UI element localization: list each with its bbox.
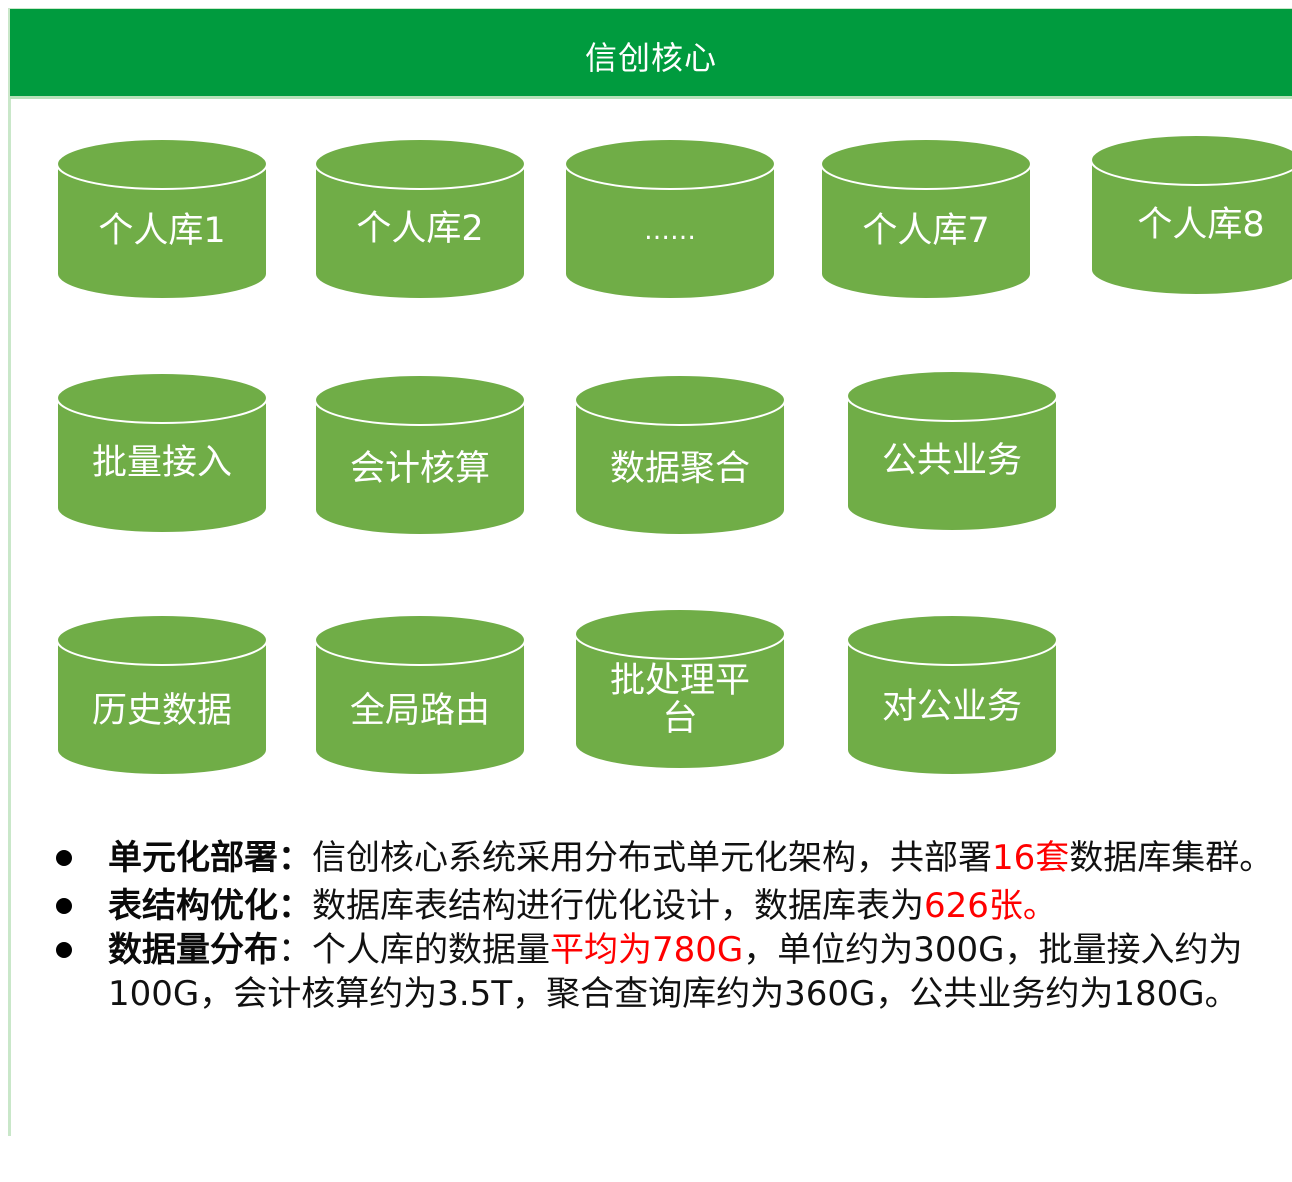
database-cylinder: 个人库8: [1088, 132, 1292, 298]
cylinder-label: ……: [644, 216, 696, 246]
bullet-text: ：个人库的数据量: [278, 930, 550, 970]
database-cylinder: ……: [562, 136, 778, 302]
bullet-list: 单元化部署：信创核心系统采用分布式单元化架构，共部署16套数据库集群。 表结构优…: [48, 836, 1288, 1016]
bullet-highlight: 16套: [992, 838, 1070, 878]
database-cylinder: 批量接入: [54, 370, 270, 536]
cylinder-label: 个人库1: [98, 211, 226, 251]
bullet-item: 数据量分布：个人库的数据量平均为780G，单位约为300G，批量接入约为100G…: [48, 928, 1288, 1016]
cylinder-label: 数据聚合: [609, 449, 750, 489]
bullet-highlight: 626张。: [924, 886, 1057, 926]
cylinder-label-line: 台: [662, 699, 698, 739]
cylinder-label-line: 批处理平: [609, 661, 750, 701]
database-cylinder: 个人库7: [818, 136, 1034, 302]
bullet-keyword: 数据量分布: [108, 930, 278, 970]
bullet-item: 单元化部署：信创核心系统采用分布式单元化架构，共部署16套数据库集群。: [48, 836, 1288, 880]
bullet-highlight: 平均为780G: [550, 930, 744, 970]
bullet-item: 表结构优化：数据库表结构进行优化设计，数据库表为626张。: [48, 884, 1288, 928]
database-cylinder: 历史数据: [54, 612, 270, 778]
header-bar: 信创核心: [10, 9, 1292, 99]
cylinder-label: 个人库7: [862, 211, 990, 251]
bullet-dot-icon: [56, 898, 72, 914]
database-cylinder: 会计核算: [312, 372, 528, 538]
database-cylinder: 数据聚合: [572, 372, 788, 538]
cylinder-label: 个人库8: [1137, 205, 1265, 245]
cylinder-label: 全局路由: [349, 691, 490, 731]
bullet-dot-icon: [56, 850, 72, 866]
database-cylinder: 全局路由: [312, 612, 528, 778]
database-cylinder: 公共业务: [844, 368, 1060, 534]
bullet-keyword: 表结构优化：: [108, 886, 312, 926]
database-cylinder: 个人库1: [54, 136, 270, 302]
bullet-text: 信创核心系统采用分布式单元化架构，共部署: [312, 838, 992, 878]
cylinder-label: 会计核算: [349, 449, 490, 489]
database-cylinder: 对公业务: [844, 612, 1060, 778]
cylinder-label: 历史数据: [91, 691, 232, 731]
cylinder-label: 公共业务: [881, 441, 1022, 481]
bullet-text: ，单位约为300G，批量接入约为100G，会计核算约为3.5T，聚合查询库约为3…: [108, 930, 1243, 1014]
cylinder-label: 对公业务: [881, 687, 1022, 727]
bullet-text: 数据库集群。: [1069, 838, 1274, 878]
header-title: 信创核心: [584, 39, 717, 77]
bullet-dot-icon: [56, 942, 72, 958]
database-cylinder: 批处理平 台: [572, 606, 788, 772]
cylinder-label: 批处理平 台: [572, 662, 788, 738]
bullet-text: 数据库表结构进行优化设计，数据库表为: [312, 886, 924, 926]
cylinder-label: 批量接入: [91, 443, 232, 483]
cylinder-label: 个人库2: [356, 209, 484, 249]
bullet-keyword: 单元化部署：: [108, 838, 312, 878]
database-cylinder: 个人库2: [312, 136, 528, 302]
